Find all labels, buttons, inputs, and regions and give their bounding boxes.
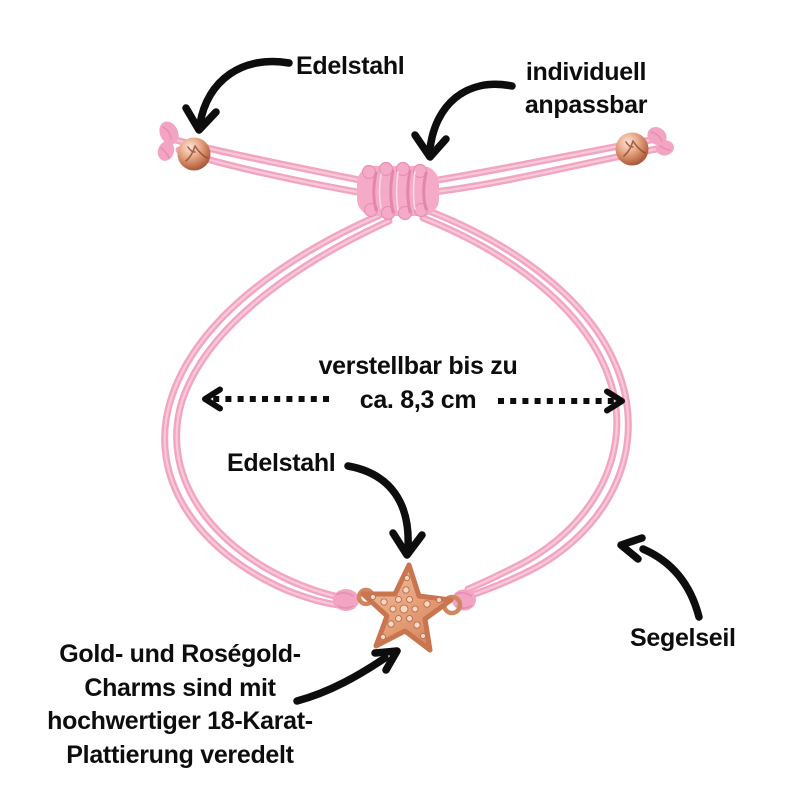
label-rope-type: Segelseil bbox=[630, 624, 736, 652]
starfish-dot-texture bbox=[369, 574, 443, 641]
cord-end-knot-left bbox=[157, 121, 179, 161]
label-adjuster: individuell anpassbar bbox=[524, 58, 648, 119]
measurement-text: verstellbar bis zu ca. 8,3 cm bbox=[290, 349, 546, 417]
annotation-arrows bbox=[182, 57, 703, 705]
macrame-slider-knot bbox=[357, 161, 439, 221]
label-charm-material: Edelstahl bbox=[227, 449, 336, 477]
label-bead-material: Edelstahl bbox=[296, 52, 405, 80]
arrow-to-slider-knot bbox=[411, 80, 516, 161]
measurement-line2: ca. 8,3 cm bbox=[359, 386, 477, 414]
arrow-to-rope bbox=[617, 534, 703, 621]
measurement-arrows bbox=[202, 386, 625, 414]
label-plating-note: Gold- und Roségold- Charms sind mit hoch… bbox=[47, 640, 313, 769]
cord-end-knot-right bbox=[647, 127, 674, 156]
starfish-charm bbox=[360, 562, 454, 653]
bead-left bbox=[177, 137, 211, 171]
charm-knot-left bbox=[333, 589, 359, 611]
measure-arrow-right bbox=[498, 388, 625, 414]
arrow-to-starfish-bottom bbox=[293, 647, 401, 705]
bead-right bbox=[615, 132, 649, 166]
arrow-to-starfish-top bbox=[344, 462, 426, 559]
measurement-line1: verstellbar bis zu bbox=[318, 352, 518, 380]
measure-arrow-left bbox=[202, 386, 329, 412]
arrow-to-bead-left bbox=[182, 57, 293, 134]
